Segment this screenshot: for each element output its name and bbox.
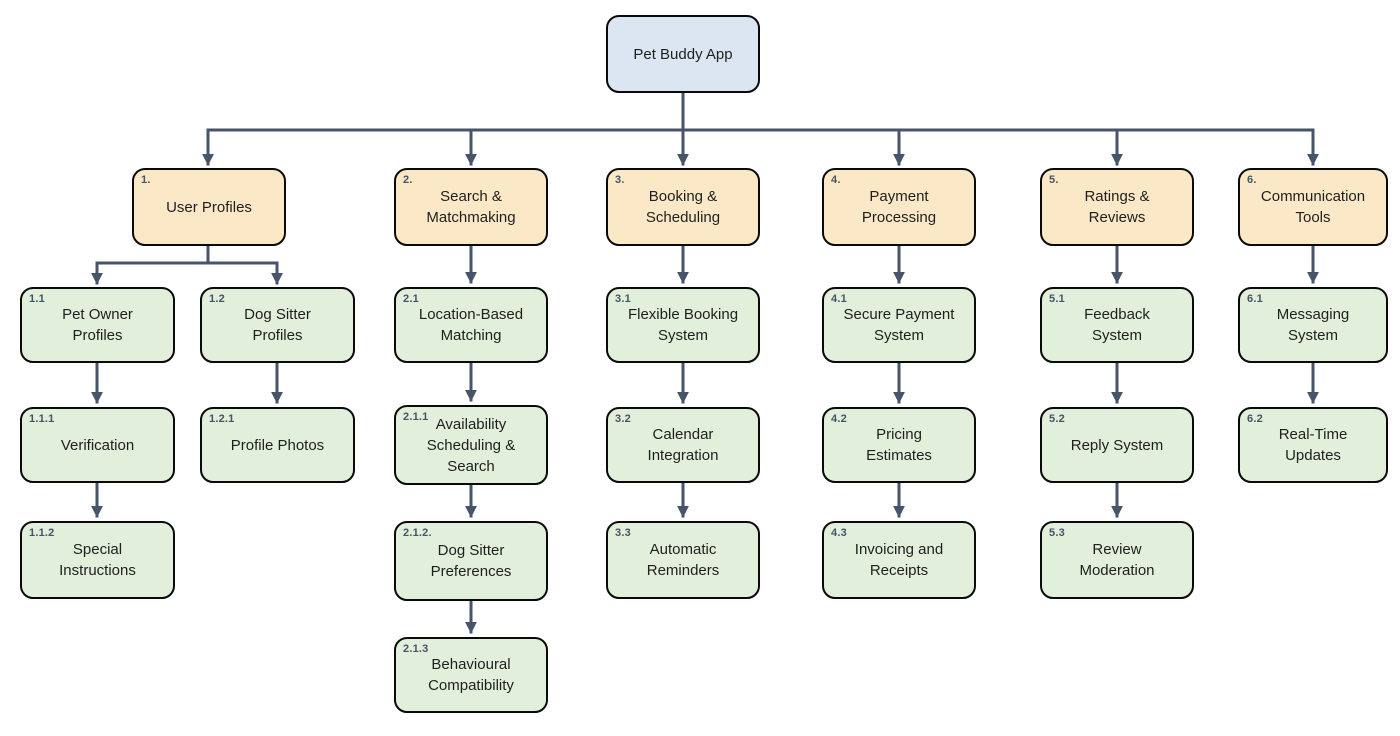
node-label: Real-Time Updates <box>1278 426 1348 464</box>
connector-split-1 <box>95 244 279 265</box>
node-number: 4. <box>831 174 841 186</box>
node-label: Messaging System <box>1276 306 1350 344</box>
node-number: 1.1.2 <box>29 527 55 539</box>
node-label: Behavioural Compatibility <box>428 656 514 694</box>
node-label: Pet Buddy App <box>633 45 733 63</box>
node-label: User Profiles <box>166 198 252 216</box>
node-label: Dog Sitter Profiles <box>244 306 311 344</box>
node-number: 3.3 <box>615 527 631 539</box>
node-label: Profile Photos <box>230 436 325 454</box>
node-number: 3.2 <box>615 413 631 425</box>
node-review-moderation[interactable]: 5.3 Review Moderation <box>1040 521 1194 599</box>
node-label: Availability Scheduling & Search <box>426 415 516 475</box>
node-profile-photos[interactable]: 1.2.1 Profile Photos <box>200 407 355 483</box>
node-label: Review Moderation <box>1079 541 1155 579</box>
node-label: Reply System <box>1070 436 1164 454</box>
node-dog-sitter-profiles[interactable]: 1.2 Dog Sitter Profiles <box>200 287 355 363</box>
node-label: Flexible Booking System <box>627 306 739 344</box>
node-calendar-integration[interactable]: 3.2 Calendar Integration <box>606 407 760 483</box>
node-reply-system[interactable]: 5.2 Reply System <box>1040 407 1194 483</box>
node-label: Search & Matchmaking <box>426 188 516 226</box>
node-real-time-updates[interactable]: 6.2 Real-Time Updates <box>1238 407 1388 483</box>
node-label: Secure Payment System <box>843 306 955 344</box>
node-number: 2.1.3 <box>403 643 429 655</box>
node-number: 3. <box>615 174 625 186</box>
node-label: Verification <box>60 436 135 454</box>
node-number: 6.2 <box>1247 413 1263 425</box>
node-number: 2.1.2. <box>403 527 432 539</box>
node-pet-buddy-app[interactable]: Pet Buddy App <box>606 15 760 93</box>
node-number: 1. <box>141 174 151 186</box>
node-label: Pricing Estimates <box>866 426 932 464</box>
node-booking-scheduling[interactable]: 3. Booking & Scheduling <box>606 168 760 246</box>
node-label: Pet Owner Profiles <box>62 306 133 344</box>
node-number: 2.1.1 <box>403 411 429 423</box>
node-invoicing-receipts[interactable]: 4.3 Invoicing and Receipts <box>822 521 976 599</box>
node-ratings-reviews[interactable]: 5. Ratings & Reviews <box>1040 168 1194 246</box>
node-number: 1.1 <box>29 293 45 305</box>
node-secure-payment-system[interactable]: 4.1 Secure Payment System <box>822 287 976 363</box>
node-payment-processing[interactable]: 4. Payment Processing <box>822 168 976 246</box>
node-search-matchmaking[interactable]: 2. Search & Matchmaking <box>394 168 548 246</box>
node-number: 6.1 <box>1247 293 1263 305</box>
node-number: 1.2 <box>209 293 225 305</box>
node-feedback-system[interactable]: 5.1 Feedback System <box>1040 287 1194 363</box>
node-verification[interactable]: 1.1.1 Verification <box>20 407 175 483</box>
node-label: Invoicing and Receipts <box>854 541 944 579</box>
node-pricing-estimates[interactable]: 4.2 Pricing Estimates <box>822 407 976 483</box>
node-number: 1.2.1 <box>209 413 235 425</box>
node-number: 5. <box>1049 174 1059 186</box>
node-label: Payment Processing <box>861 188 937 226</box>
node-automatic-reminders[interactable]: 3.3 Automatic Reminders <box>606 521 760 599</box>
node-label: Ratings & Reviews <box>1084 188 1150 226</box>
node-label: Calendar Integration <box>647 426 719 464</box>
node-behavioural-compatibility[interactable]: 2.1.3 Behavioural Compatibility <box>394 637 548 713</box>
node-user-profiles[interactable]: 1. User Profiles <box>132 168 286 246</box>
node-number: 4.2 <box>831 413 847 425</box>
node-label: Booking & Scheduling <box>645 188 721 226</box>
node-number: 4.3 <box>831 527 847 539</box>
node-number: 1.1.1 <box>29 413 55 425</box>
node-number: 4.1 <box>831 293 847 305</box>
node-communication-tools[interactable]: 6. Communication Tools <box>1238 168 1388 246</box>
node-label: Dog Sitter Preferences <box>430 542 512 580</box>
node-number: 2. <box>403 174 413 186</box>
node-label: Special Instructions <box>59 541 136 579</box>
node-location-based-matching[interactable]: 2.1 Location-Based Matching <box>394 287 548 363</box>
node-number: 5.1 <box>1049 293 1065 305</box>
node-dog-sitter-preferences[interactable]: 2.1.2. Dog Sitter Preferences <box>394 521 548 601</box>
node-pet-owner-profiles[interactable]: 1.1 Pet Owner Profiles <box>20 287 175 363</box>
node-number: 3.1 <box>615 293 631 305</box>
node-number: 2.1 <box>403 293 419 305</box>
node-availability-scheduling-search[interactable]: 2.1.1 Availability Scheduling & Search <box>394 405 548 485</box>
connector-root-rail <box>206 91 1315 132</box>
node-number: 5.2 <box>1049 413 1065 425</box>
node-label: Feedback System <box>1084 306 1150 344</box>
node-label: Automatic Reminders <box>646 541 720 579</box>
node-label: Communication Tools <box>1260 188 1366 226</box>
node-label: Location-Based Matching <box>418 306 524 344</box>
node-number: 5.3 <box>1049 527 1065 539</box>
node-flexible-booking-system[interactable]: 3.1 Flexible Booking System <box>606 287 760 363</box>
node-messaging-system[interactable]: 6.1 Messaging System <box>1238 287 1388 363</box>
node-special-instructions[interactable]: 1.1.2 Special Instructions <box>20 521 175 599</box>
node-number: 6. <box>1247 174 1257 186</box>
